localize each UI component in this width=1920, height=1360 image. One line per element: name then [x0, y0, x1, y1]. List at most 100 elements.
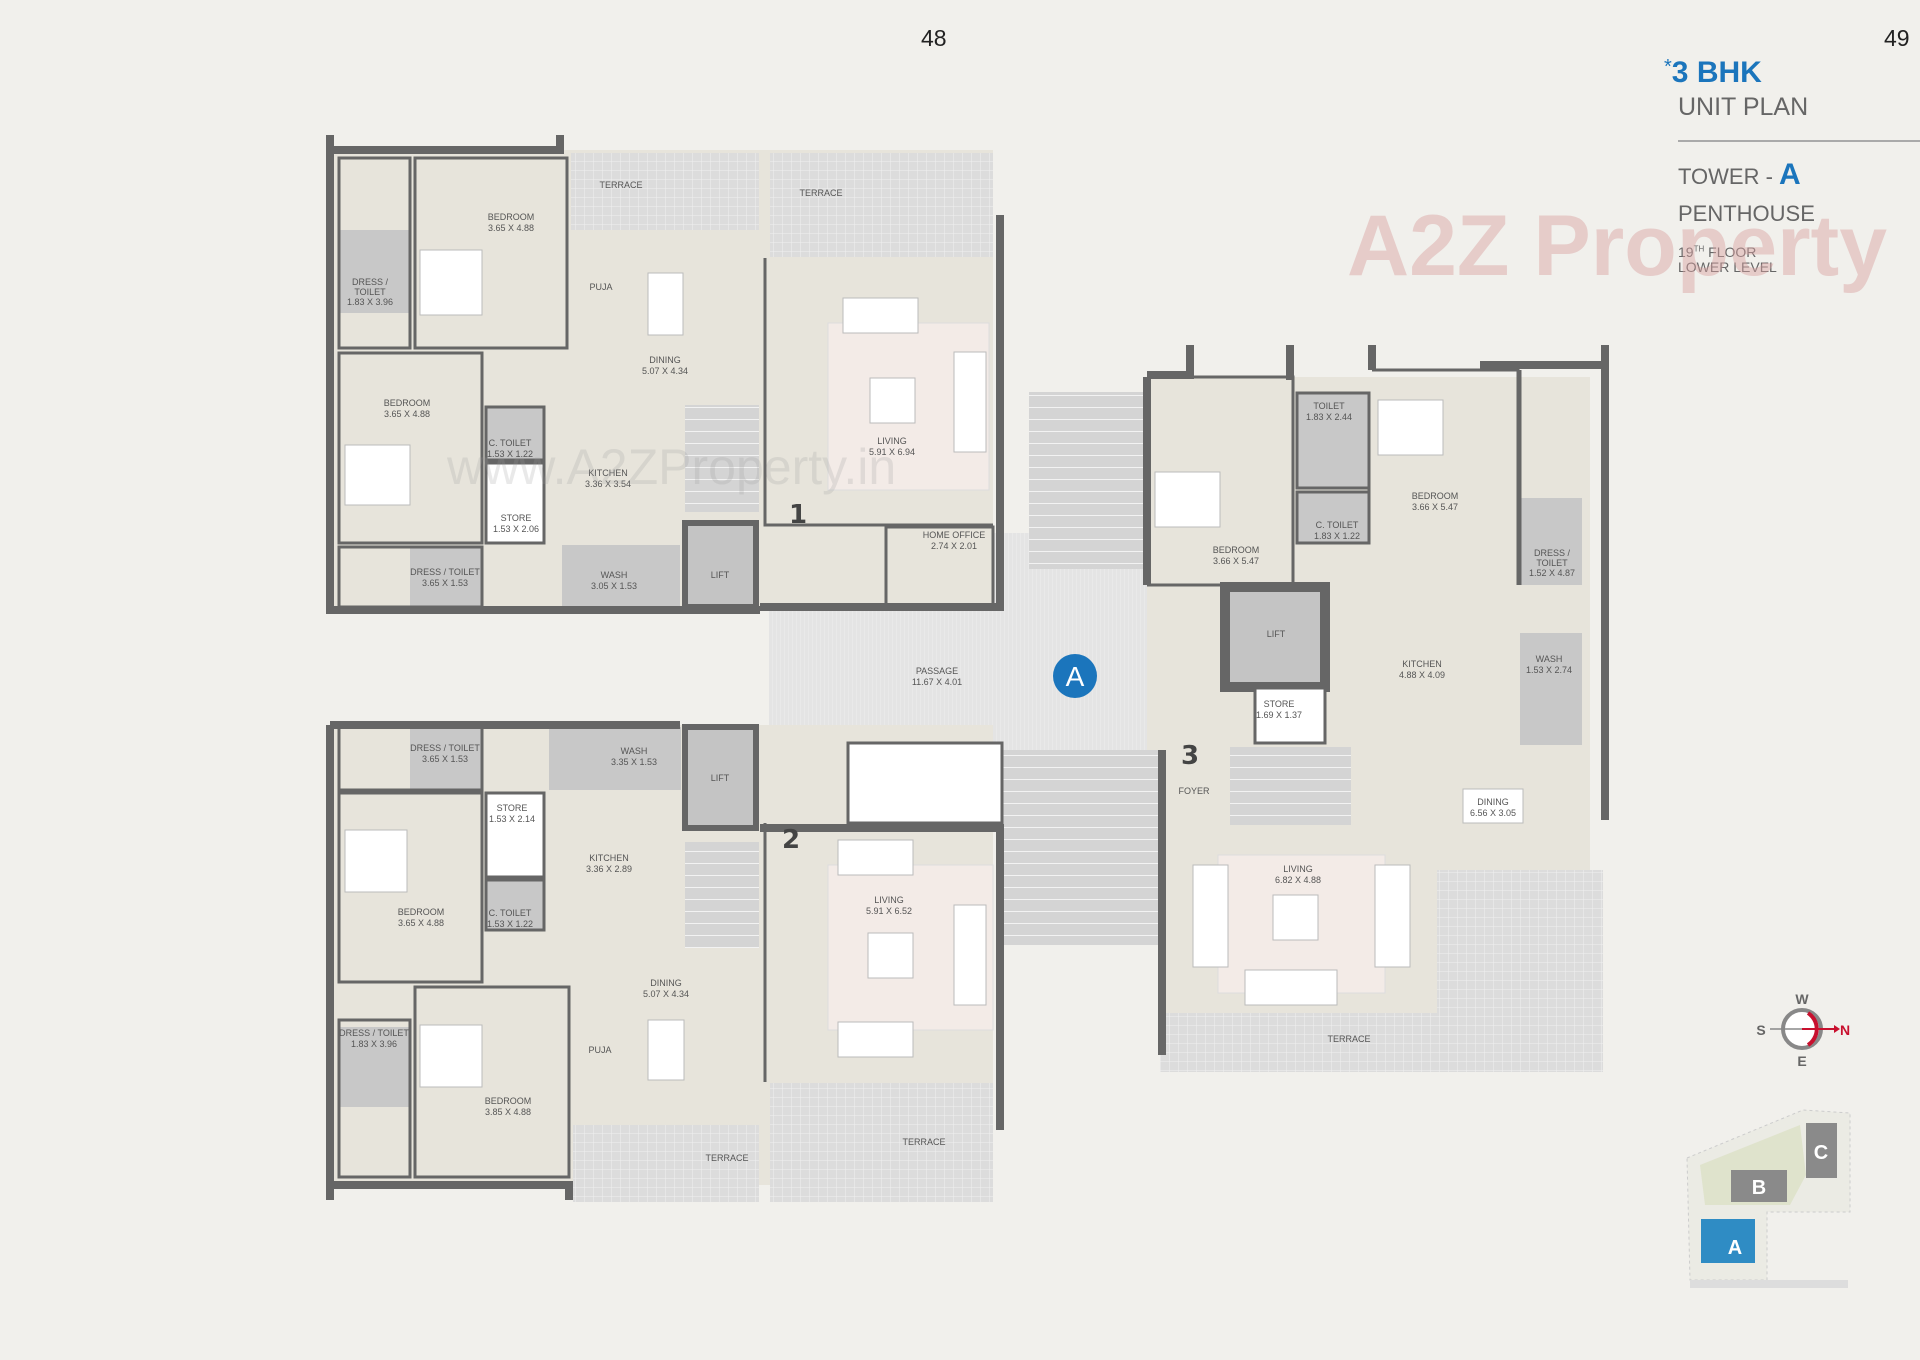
room-dims: 3.36 X 2.89	[586, 864, 632, 874]
room-label: HOME OFFICE	[923, 530, 986, 540]
sofa	[1244, 969, 1338, 1006]
sofa	[1192, 864, 1229, 968]
room-dims: 1.53 X 2.74	[1526, 665, 1572, 675]
bhk-label: 3 BHK	[1671, 56, 1762, 89]
room-dims: 5.91 X 6.52	[866, 906, 912, 916]
terrace-area	[770, 153, 993, 257]
interior-walls	[1147, 368, 1522, 587]
room-label: BEDROOM	[398, 907, 445, 917]
unit-number: 1	[789, 500, 807, 530]
room-label: DRESS / TOILET	[410, 743, 480, 753]
room-dims: 5.91 X 6.94	[869, 447, 915, 457]
toilet-area	[410, 547, 482, 607]
room-dims: 2.74 X 2.01	[931, 541, 977, 551]
toilet-area	[410, 727, 482, 790]
room-dims: 1.83 X 3.96	[347, 297, 393, 307]
terrace-label: TERRACE	[705, 1153, 748, 1163]
room-dims: 1.53 X 2.14	[489, 814, 535, 824]
room-label: BEDROOM	[485, 1096, 532, 1106]
unit-1-outer-wall	[326, 135, 1004, 614]
asterisk: *	[1664, 56, 1672, 78]
wash-area	[562, 545, 680, 607]
divider	[1678, 140, 1920, 142]
store-area	[1253, 686, 1327, 745]
toilet-area	[339, 1027, 410, 1107]
room-label: KITCHEN	[1402, 659, 1442, 669]
coffee-table	[867, 932, 914, 979]
tower-badge-letter: A	[1066, 661, 1085, 692]
page-number-right: 49	[1884, 25, 1910, 51]
toilet-area	[484, 405, 546, 462]
unit-type-title: *3 BHK	[1664, 56, 1762, 90]
logo-watermark: A2Z Property	[1347, 198, 1887, 294]
room-dims: 3.85 X 4.88	[485, 1107, 531, 1117]
toilet-area	[1520, 498, 1582, 585]
lift-label: LIFT	[711, 773, 730, 783]
floor-word: FLOOR	[1708, 244, 1757, 260]
room-label: LIVING	[874, 895, 904, 905]
room-dims: 3.65 X 4.88	[398, 918, 444, 928]
unit-3-outer-wall	[1143, 345, 1609, 1055]
room-dims: 4.88 X 4.09	[1399, 670, 1445, 680]
tower-letter: A	[1779, 158, 1801, 191]
floor-number: 19	[1678, 244, 1694, 260]
unit-2: DRESS / TOILET 3.65 X 1.53 WASH 3.35 X 1…	[326, 721, 1004, 1202]
room-dims: 3.66 X 5.47	[1213, 556, 1259, 566]
stair	[685, 405, 759, 512]
bed	[344, 444, 411, 506]
room-dims: 3.65 X 1.53	[422, 754, 468, 764]
coffee-table	[869, 377, 916, 424]
room-dims: 6.82 X 4.88	[1275, 875, 1321, 885]
toilet-area	[339, 230, 410, 313]
tower-label: TOWER - A	[1678, 158, 1801, 192]
lift-label: LIFT	[1267, 629, 1286, 639]
room-label: BEDROOM	[1412, 491, 1459, 501]
room-dims: 5.07 X 4.34	[643, 989, 689, 999]
sofa	[837, 839, 914, 876]
interior-walls	[337, 156, 993, 609]
room-dims: 1.53 X 1.22	[487, 449, 533, 459]
lift-label: LIFT	[711, 570, 730, 580]
room-label: DRESS / TOILET	[410, 567, 480, 577]
room-label: C. TOILET	[1316, 520, 1359, 530]
terrace-area	[573, 1125, 759, 1202]
room-label: DRESS / TOILET	[339, 1028, 409, 1038]
url-watermark: www.A2ZProperty.in	[446, 439, 896, 495]
bed	[1154, 471, 1221, 528]
stair	[1230, 747, 1351, 825]
shafts	[846, 741, 1004, 825]
compass-south: S	[1756, 1022, 1765, 1038]
unit-2-outer-wall	[326, 721, 1004, 1200]
terrace-area	[571, 153, 759, 230]
room-dims: 3.65 X 4.88	[488, 223, 534, 233]
tower-text: TOWER -	[1678, 164, 1773, 189]
bed	[419, 249, 483, 316]
room-label: PUJA	[588, 1045, 611, 1055]
terrace-area	[1160, 870, 1603, 1072]
room-dims: 3.05 X 1.53	[591, 581, 637, 591]
lift-shaft	[682, 520, 759, 610]
terrace-label: TERRACE	[599, 180, 642, 190]
room-dims: 1.52 X 4.87	[1529, 568, 1575, 578]
room-label: TOILET	[1313, 401, 1345, 411]
bed	[344, 829, 408, 893]
lift-shaft	[682, 724, 759, 831]
room-label: TOILET	[354, 287, 386, 297]
room-label: KITCHEN	[588, 468, 628, 478]
room-dims: 5.07 X 4.34	[642, 366, 688, 376]
room-dims: 3.36 X 3.54	[585, 479, 631, 489]
room-label: WASH	[601, 570, 628, 580]
dining-table	[647, 272, 684, 336]
tower-badge	[1053, 654, 1097, 698]
road	[1690, 1280, 1848, 1288]
bed	[1377, 399, 1444, 456]
unit-1: BEDROOM 3.65 X 4.88 DRESS / TOILET 1.83 …	[326, 135, 1004, 614]
floor-suffix: TH	[1693, 244, 1705, 254]
sofa	[837, 1021, 914, 1058]
room-dims: 3.65 X 4.88	[384, 409, 430, 419]
room-label: STORE	[1264, 699, 1295, 709]
room-dims: 1.83 X 3.96	[351, 1039, 397, 1049]
room-label: FOYER	[1178, 786, 1210, 796]
terrace-label: TERRACE	[902, 1137, 945, 1147]
